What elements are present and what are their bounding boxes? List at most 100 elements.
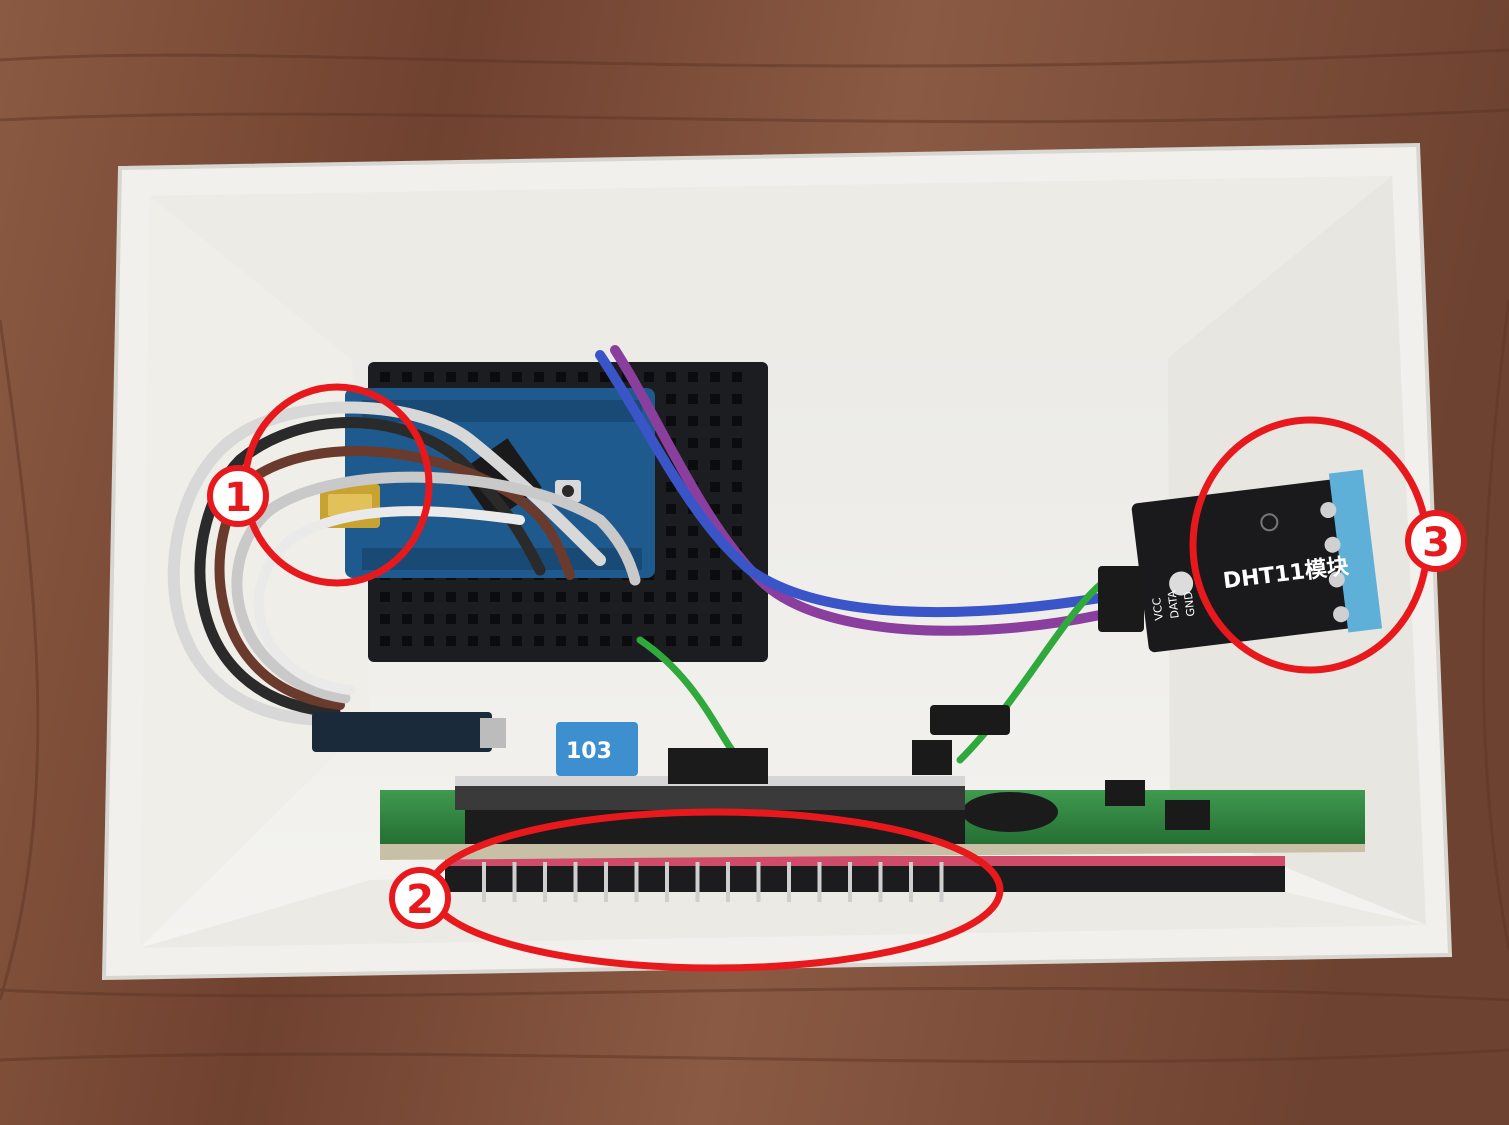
breadboard-hole [710,438,720,448]
sensor-connector [1098,566,1144,632]
breadboard-hole [688,592,698,602]
dht11-pin-labels: VCC DATA GND [1150,589,1198,622]
breadboard-hole [424,592,434,602]
breadboard-hole [666,548,676,558]
jumper-wires-left [167,401,641,726]
breadboard-hole [556,372,566,382]
dht11-pin-vcc: VCC [1150,597,1166,622]
breadboard-hole [534,592,544,602]
breadboard-hole [578,372,588,382]
breadboard-hole [732,372,742,382]
breadboard-hole [732,438,742,448]
breadboard-hole [622,636,632,646]
breadboard-hole [468,636,478,646]
breadboard-hole [402,636,412,646]
potentiometer: 103 [556,722,638,776]
breadboard-hole [446,636,456,646]
breadboard-hole [578,592,588,602]
breadboard-hole [578,636,588,646]
breadboard-hole [710,636,720,646]
breadboard-hole [600,592,610,602]
breadboard-hole [490,592,500,602]
svg-text:3: 3 [1422,520,1450,566]
breadboard-hole [446,592,456,602]
box-back-wall [150,176,1392,360]
breadboard-hole [578,614,588,624]
breadboard-hole [688,372,698,382]
breadboard-hole [644,614,654,624]
breadboard-hole [644,372,654,382]
breadboard-hole [622,592,632,602]
breadboard-hole [732,570,742,580]
breadboard-hole [468,372,478,382]
breadboard-hole [688,570,698,580]
callout-badge-1: 1 [207,465,269,527]
breadboard-hole [666,526,676,536]
breadboard-hole [710,504,720,514]
breadboard-hole [710,372,720,382]
breadboard-hole [710,548,720,558]
breadboard-hole [710,482,720,492]
breadboard-hole [732,526,742,536]
breadboard-hole [512,372,522,382]
breadboard-hole [512,592,522,602]
breadboard-hole [556,614,566,624]
breadboard-hole [710,592,720,602]
breadboard-hole [380,636,390,646]
breadboard-hole [490,614,500,624]
breadboard-hole [688,526,698,536]
breadboard-hole [732,460,742,470]
breadboard-hole [688,614,698,624]
breadboard-hole [622,614,632,624]
breadboard-hole [666,636,676,646]
sensor-wires [595,345,1105,764]
breadboard-hole [732,592,742,602]
breadboard-hole [402,614,412,624]
breadboard-hole [732,482,742,492]
breadboard-hole [424,372,434,382]
potentiometer-label: 103 [566,739,612,764]
breadboard-hole [490,636,500,646]
breadboard-hole [732,416,742,426]
callout-badge-2: 2 [389,867,451,929]
breadboard-hole [666,504,676,514]
breadboard-hole [380,372,390,382]
breadboard-hole [710,570,720,580]
dht11-pin-data: DATA [1165,589,1181,619]
svg-text:1: 1 [224,475,252,521]
breadboard-hole [688,416,698,426]
dht11-pin-gnd: GND [1182,591,1198,618]
breadboard-hole [556,592,566,602]
breadboard-hole [424,636,434,646]
breadboard-hole [534,636,544,646]
breadboard-hole [600,636,610,646]
breadboard-hole [468,614,478,624]
breadboard-hole [710,394,720,404]
breadboard-hole [732,504,742,514]
breadboard-hole [666,614,676,624]
breadboard-hole [424,614,434,624]
callout-badge-3: 3 [1405,510,1467,572]
breadboard-hole [732,394,742,404]
breadboard-hole [732,614,742,624]
breadboard-hole [688,438,698,448]
breadboard-hole [534,614,544,624]
dupont-connector [312,712,506,752]
breadboard-hole [468,592,478,602]
wood-grain [0,48,1509,1064]
breadboard-hole [688,460,698,470]
breadboard-hole [556,636,566,646]
breadboard-hole [688,394,698,404]
breadboard-hole [446,614,456,624]
jumper-header [912,705,1010,775]
lcd-header-pins [482,862,944,902]
breadboard-hole [446,372,456,382]
breadboard-hole [402,592,412,602]
breadboard-hole [402,372,412,382]
breadboard-hole [666,394,676,404]
breadboard-hole [710,460,720,470]
breadboard-hole [666,592,676,602]
breadboard-hole [380,592,390,602]
breadboard-hole [688,548,698,558]
breadboard-hole [732,636,742,646]
